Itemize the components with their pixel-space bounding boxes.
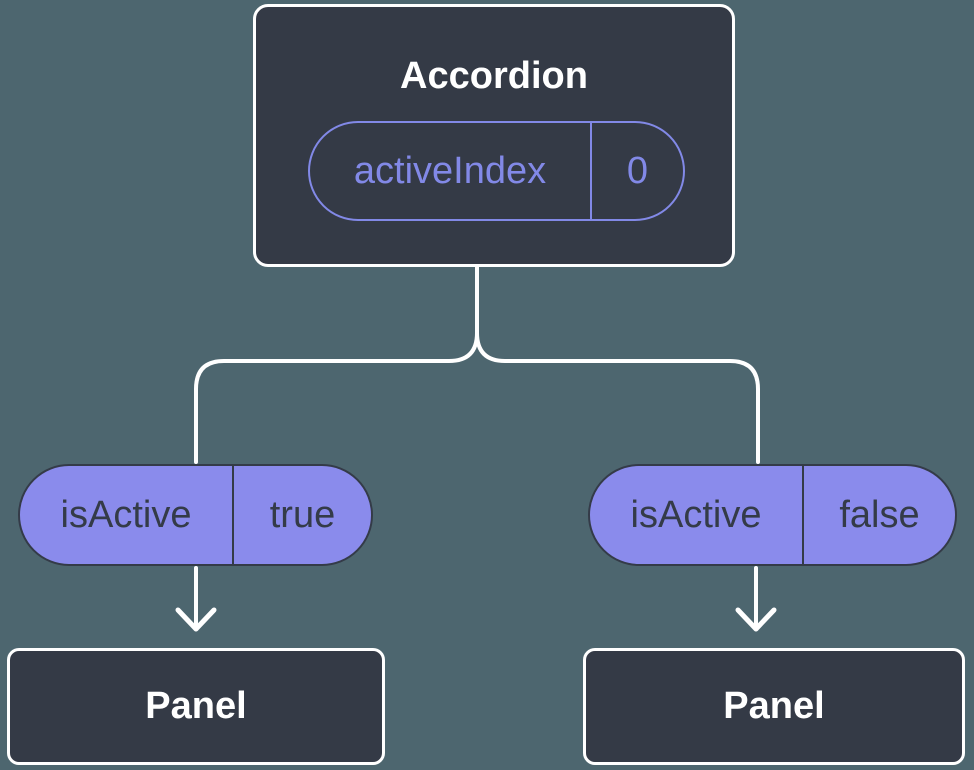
node-title: Panel bbox=[723, 685, 825, 727]
down-arrow-right-icon bbox=[735, 566, 777, 632]
connector-root-to-right-pill bbox=[475, 331, 760, 464]
state-pill-name: activeIndex bbox=[353, 149, 547, 192]
node-title: Panel bbox=[145, 685, 247, 727]
arrow-head bbox=[175, 607, 217, 632]
panel-node-right: Panel bbox=[583, 648, 965, 765]
prop-pill-right: isActive false bbox=[588, 464, 957, 566]
prop-pill-name: isActive bbox=[60, 493, 192, 536]
node-title: Accordion bbox=[400, 55, 588, 97]
prop-pill-name: isActive bbox=[630, 493, 762, 536]
prop-pill-value: true bbox=[232, 466, 371, 564]
state-pill: activeIndex 0 bbox=[308, 121, 685, 221]
connector-root-to-left-pill bbox=[194, 265, 479, 464]
state-pill-value: 0 bbox=[590, 123, 683, 219]
arrow-head bbox=[735, 607, 777, 632]
prop-pill-left: isActive true bbox=[18, 464, 373, 566]
panel-node-left: Panel bbox=[7, 648, 385, 765]
prop-pill-value: false bbox=[802, 466, 955, 564]
accordion-node: Accordion activeIndex 0 bbox=[253, 4, 735, 267]
down-arrow-left-icon bbox=[175, 566, 217, 632]
